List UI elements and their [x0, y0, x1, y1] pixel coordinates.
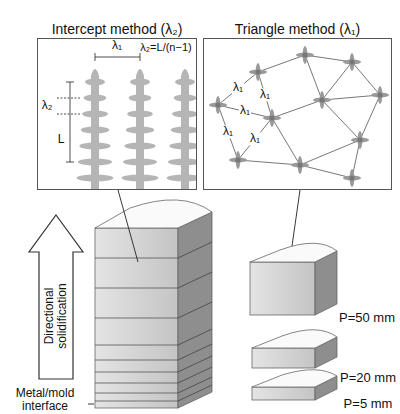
- spacing-label: λ₁: [222, 125, 234, 138]
- method-panel: Intercept method (λ₂): [37, 38, 197, 190]
- casting-column: [95, 200, 212, 408]
- spacing-label: λ₁: [232, 81, 244, 94]
- panel-heading: Triangle method (λ₁): [223, 21, 373, 39]
- spacing-label: λ₁: [239, 104, 251, 117]
- dimension-label: L: [58, 133, 65, 146]
- dimension-label: λ₂: [42, 99, 53, 112]
- triangle-network: [209, 46, 389, 187]
- spacing-label: λ₁: [259, 88, 271, 101]
- method-panel: Triangle method (λ₁): [203, 38, 392, 190]
- columnar-dendrites: [77, 69, 196, 189]
- slice-thickness: P=50 mm: [339, 311, 395, 325]
- dimension-label: λ₁: [112, 39, 122, 52]
- slice-thickness: P=5 mm: [344, 397, 393, 411]
- leader-lines: [88, 190, 300, 404]
- interface-label: Metal/mold interface: [3, 387, 87, 413]
- slice-20: [252, 330, 337, 368]
- formula: λ₂=L/(n−1): [140, 41, 191, 53]
- panel-heading: Intercept method (λ₂): [42, 21, 192, 39]
- slice-5: [252, 370, 337, 400]
- arrow-label: Directional solidification: [43, 261, 69, 371]
- slice-50: [250, 243, 337, 315]
- spacing-label: λ₁: [249, 132, 261, 145]
- direction-arrow: Directional solidification: [28, 214, 84, 380]
- dimension-lines: [57, 53, 140, 162]
- slice-thickness: P=20 mm: [340, 371, 396, 385]
- slice-cut-lines: [95, 242, 212, 401]
